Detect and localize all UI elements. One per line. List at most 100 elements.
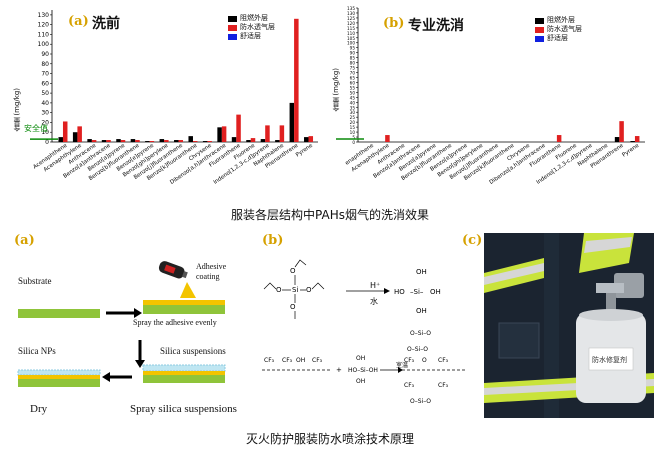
y-tick-label: 50 [350,90,356,95]
bar [62,121,68,142]
y-tick-label: 35 [350,105,356,110]
y-tick-label: 65 [350,75,356,80]
svg-text:OH: OH [296,357,305,364]
adhesive-layer [143,371,225,375]
svg-text:–Si–: –Si– [410,288,424,296]
arrow-head [135,360,145,368]
y-tick-label: 80 [41,61,49,68]
y-tick-label: 30 [350,110,356,115]
y-tick-label: 20 [41,119,49,126]
chart-a-safety-label: 安全值 [24,124,48,133]
legend-item: 防水透气层 [228,23,275,32]
y-tick-label: 45 [350,95,356,100]
y-tick-label: 30 [41,110,49,117]
y-tick-label: 75 [350,66,356,71]
legend-item: 阻燃外层 [228,14,275,23]
bar [178,140,184,142]
bar [614,137,620,142]
bar [265,125,270,142]
y-tick-label: 15 [350,125,356,130]
bar [91,140,97,142]
legend-label: 舒适层 [240,32,261,40]
bar [231,137,237,142]
legend-label: 阻燃外层 [547,16,575,24]
substrate-text: Substrate [18,276,52,286]
svg-text:O: O [290,303,296,311]
caption-bottom: 灭火防护服装防水喷涂技术原理 [245,432,414,446]
bar [246,140,251,142]
svg-text:O: O [422,357,427,364]
legend-item: 舒适层 [535,34,582,43]
chart-b-legend: 阻燃外层 防水透气层 舒适层 [535,16,582,43]
legend-label: 防水透气层 [547,25,582,33]
svg-text:CF₃: CF₃ [404,357,415,364]
svg-text:CF₃: CF₃ [438,357,449,364]
bar [385,135,390,142]
silica-layer [17,369,101,376]
svg-text:OH: OH [416,268,427,276]
spray-silica-text: Spray silica suspensions [130,403,237,415]
legend-item: 阻燃外层 [535,16,582,25]
y-tick-label: 55 [350,85,356,90]
y-tick-label: 70 [350,71,356,76]
substrate-layer [18,309,100,318]
y-tick-label: 10 [350,130,356,135]
y-tick-label: 60 [350,80,356,85]
y-tick-label: 40 [41,100,49,107]
bar [279,125,285,142]
svg-text:HO–Si–OH: HO–Si–OH [348,367,378,374]
jacket-photo: 防水修复剂 [484,233,654,418]
bar [630,141,635,142]
arrow-head [134,308,142,318]
chart-b-label: (b) [383,16,405,31]
svg-text:O: O [276,286,282,294]
bar [77,126,82,142]
bar [120,140,126,142]
svg-text:CF₃: CF₃ [438,382,449,389]
legend-swatch [228,33,237,40]
bar [188,136,193,142]
bar [192,141,198,142]
y-tick-label: 50 [41,90,49,97]
svg-text:O–Si–O: O–Si–O [407,346,428,353]
y-tick-label: 110 [38,31,50,38]
bar [202,141,208,142]
chart-a-title: 洗前 [92,16,120,32]
bar [260,139,266,142]
bar [619,121,624,142]
bar [159,139,165,142]
x-tick-label: Pyrene [295,142,314,158]
caption-top: 服装各层结构中PAHs烟气的洗消效果 [231,208,429,222]
chart-a-legend: 阻燃外层 防水透气层 舒适层 [228,14,275,41]
chart-a-label: (a) [68,14,89,29]
svg-text:O–Si–O: O–Si–O [410,398,431,405]
spray-can-icon [158,261,188,279]
bar [164,140,169,142]
bar [289,102,295,142]
bar [236,114,241,142]
bar [116,139,121,142]
y-tick-label: 85 [350,56,356,61]
y-tick-label: 130 [38,12,50,19]
silica-suspensions-text: Silica suspensions [160,346,226,356]
legend-label: 阻燃外层 [240,14,268,22]
y-tick-label: 0 [45,139,49,146]
y-tick-label: 10 [41,129,49,136]
legend-swatch [535,35,544,42]
adhesive-layer [143,300,225,305]
substrate-layer [18,379,100,387]
svg-text:O: O [306,286,312,294]
h-plus-label: H⁺ [370,281,381,290]
svg-text:CF₃: CF₃ [264,357,275,364]
y-tick-label: 90 [350,51,356,56]
svg-text:O–Si–O: O–Si–O [410,330,431,337]
legend-swatch [228,24,237,31]
y-tick-label: 110 [347,31,355,36]
bar [101,140,107,142]
room-temp-label: 室温 [396,362,409,369]
chart-a-svg: 0102030405060708090100110120130Acenaphth… [30,10,318,186]
spray-adhesive-text: Spray the adhesive evenly [133,318,217,327]
